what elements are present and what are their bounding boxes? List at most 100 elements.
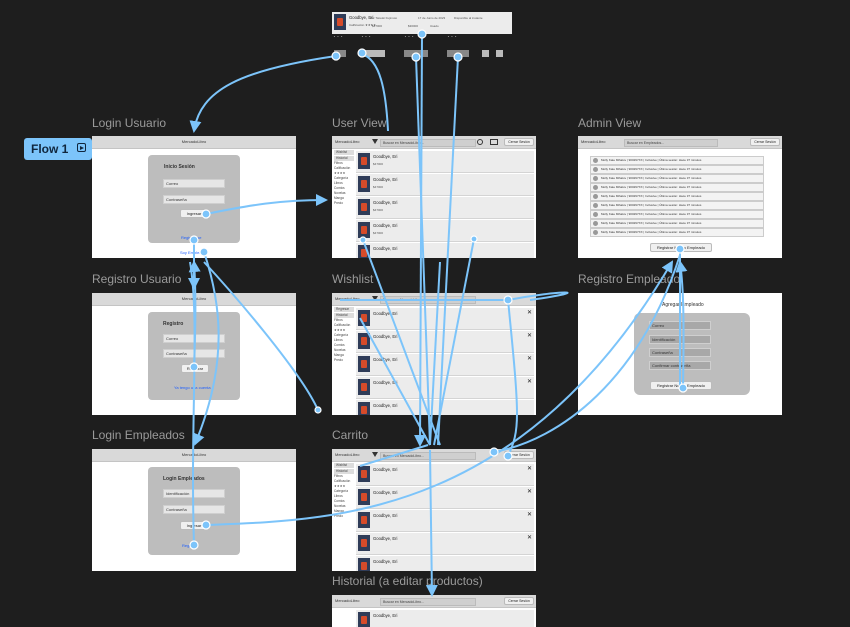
frame-historial[interactable]: MercadoLibro Buscar en MercadoLibro... C… <box>332 595 536 627</box>
cart-row[interactable]: Goodbye, Eri✕ <box>356 464 534 486</box>
email-field[interactable]: Correo <box>163 179 225 188</box>
filter-icon[interactable] <box>372 452 378 457</box>
password-field[interactable]: Contraseña <box>649 348 711 357</box>
component-piece-4[interactable] <box>447 50 469 57</box>
component-piece-1[interactable] <box>334 50 346 57</box>
close-icon[interactable]: ✕ <box>526 535 532 541</box>
filter-icon[interactable] <box>372 139 378 144</box>
product-row[interactable]: Goodbye, Eri$47000 <box>356 220 534 242</box>
sidebar-item-back[interactable]: Regresar <box>334 307 354 312</box>
close-icon[interactable]: ✕ <box>526 466 532 472</box>
frame-registro-empleado[interactable]: Agregar Empleado Correo Identificación C… <box>578 293 782 415</box>
have-account-link[interactable]: Ya tengo una cuenta <box>174 385 211 390</box>
frame-login-empleados[interactable]: MercadoLibro Login Empleados Identificac… <box>92 449 296 571</box>
id-field[interactable]: Identificación <box>163 489 225 498</box>
search-input[interactable]: Buscar en MercadoLibro... <box>380 296 476 304</box>
flow-start-tag[interactable]: Flow 1 <box>24 138 92 160</box>
sidebar-item-wishlist[interactable]: Wishlist <box>334 150 354 155</box>
component-piece-3[interactable] <box>404 50 428 57</box>
filter-icon[interactable] <box>372 296 378 301</box>
close-icon[interactable]: ✕ <box>526 512 532 518</box>
search-input[interactable]: Buscar en MercadoLibro... <box>380 598 476 606</box>
product-row-component[interactable]: Goodbye, Eri Por Tatsuki Fujimoto 17 de … <box>332 12 512 34</box>
employee-row[interactable]: Molly Kate Mihalov | 900297XX | Inclusiv… <box>590 228 764 237</box>
frame-user-view[interactable]: MercadoLibro Buscar en MercadoLibro... C… <box>332 136 536 258</box>
wishlist-row[interactable]: Goodbye, Eri✕ <box>356 377 534 399</box>
sidebar-rating[interactable]: Calificación ★★★★ <box>334 323 351 332</box>
close-icon[interactable]: ✕ <box>526 489 532 495</box>
wishlist-row[interactable]: Goodbye, Eri <box>356 400 534 415</box>
employee-row[interactable]: Molly Kate Mihalov | 900297XX | Inclusiv… <box>590 183 764 192</box>
close-icon[interactable]: ✕ <box>526 333 532 339</box>
search-input[interactable]: Buscar en MercadoLibro... <box>380 139 476 147</box>
frame-login-usuario[interactable]: MercadoLibro Inicio Sesión Correo Contra… <box>92 136 296 258</box>
employee-row[interactable]: Molly Kate Mihalov | 900297XX | Inclusiv… <box>590 219 764 228</box>
employee-row[interactable]: Molly Kate Mihalov | 900297XX | Inclusiv… <box>590 210 764 219</box>
employee-row[interactable]: Molly Kate Mihalov | 900297XX | Inclusiv… <box>590 192 764 201</box>
employee-row[interactable]: Molly Kate Mihalov | 900297XX | Inclusiv… <box>590 201 764 210</box>
search-input[interactable]: Buscar en MercadoLibro... <box>380 452 476 460</box>
login-button[interactable]: Ingresar <box>180 209 208 218</box>
employee-link[interactable]: Soy Empleado <box>180 250 207 255</box>
book-cover-image <box>358 199 370 215</box>
employee-row[interactable]: Molly Kate Mihalov | 900297XX | Inclusiv… <box>590 174 764 183</box>
history-row[interactable]: Goodbye, Eri <box>356 610 534 627</box>
sidebar-novels[interactable]: Novelas <box>334 191 346 195</box>
search-icon[interactable] <box>477 139 483 145</box>
register-employee-button[interactable]: Registrar Nuevo Empleado <box>650 243 712 252</box>
component-piece-2[interactable] <box>360 50 385 57</box>
logout-button[interactable]: Cerrar Sesión <box>504 597 534 605</box>
id-field[interactable]: Identificación <box>649 335 711 344</box>
sidebar-item-history[interactable]: Historial <box>334 156 354 161</box>
sidebar-comics[interactable]: Comics <box>334 186 345 190</box>
back-link[interactable]: Regresar <box>182 543 199 548</box>
close-icon[interactable]: ✕ <box>526 379 532 385</box>
email-field[interactable]: Correo <box>163 334 225 343</box>
wishlist-row[interactable]: Goodbye, Eri✕ <box>356 354 534 376</box>
close-icon[interactable]: ✕ <box>526 356 532 362</box>
register-button[interactable]: Registrar <box>181 364 209 373</box>
email-field[interactable]: Correo <box>649 321 711 330</box>
frame-carrito[interactable]: MercadoLibro Buscar en MercadoLibro... C… <box>332 449 536 571</box>
logout-button[interactable]: Cerrar Sesión <box>504 451 534 459</box>
sidebar-item-wishlist[interactable]: Wishlist <box>334 463 354 468</box>
sidebar-filters: Filtros <box>334 161 343 165</box>
product-row[interactable]: Goodbye, Eri <box>356 243 534 258</box>
wishlist-row[interactable]: Goodbye, Eri✕ <box>356 331 534 353</box>
product-row[interactable]: Goodbye, Eri$47000 <box>356 151 534 173</box>
frame-wishlist[interactable]: MercadoLibro Buscar en MercadoLibro... R… <box>332 293 536 415</box>
employee-login-button[interactable]: Ingresar <box>180 521 208 530</box>
frame-admin-view[interactable]: MercadoLibro Buscar en Empleados... Cerr… <box>578 136 782 258</box>
product-row[interactable]: Goodbye, Eri$47000 <box>356 174 534 196</box>
frame-registro-usuario[interactable]: MercadoLibro Registro Correo Contraseña … <box>92 293 296 415</box>
book-cover-image <box>358 512 370 528</box>
logout-button[interactable]: Cerrar Sesión <box>504 138 534 146</box>
product-row[interactable]: Goodbye, Eri$47000 <box>356 197 534 219</box>
confirm-password-field[interactable]: Confirmar contraseña <box>649 361 711 370</box>
cart-row[interactable]: Goodbye, Eri <box>356 556 534 571</box>
employee-row[interactable]: Molly Kate Mihalov | 900297XX | Inclusiv… <box>590 165 764 174</box>
wishlist-icon[interactable] <box>482 50 489 57</box>
play-flow-icon[interactable] <box>77 143 86 152</box>
sidebar-rating[interactable]: Calificación ★★★★ <box>334 166 351 175</box>
edit-icon[interactable] <box>496 50 503 57</box>
sidebar-manga[interactable]: Manga <box>334 196 344 200</box>
cart-icon[interactable] <box>490 139 498 145</box>
sidebar-books[interactable]: Libros <box>334 181 343 185</box>
password-field[interactable]: Contraseña <box>163 505 225 514</box>
cart-row[interactable]: Goodbye, Eri✕ <box>356 510 534 532</box>
search-input[interactable]: Buscar en Empleados... <box>624 139 718 147</box>
logout-button[interactable]: Cerrar Sesión <box>750 138 780 146</box>
register-employee-button[interactable]: Registrar Nuevo Empleado <box>650 381 712 390</box>
cart-row[interactable]: Goodbye, Eri✕ <box>356 533 534 555</box>
sidebar-rating[interactable]: Calificación ★★★★ <box>334 479 351 488</box>
wishlist-row[interactable]: Goodbye, Eri✕ <box>356 308 534 330</box>
cart-row[interactable]: Goodbye, Eri✕ <box>356 487 534 509</box>
close-icon[interactable]: ✕ <box>526 310 532 316</box>
password-field[interactable]: Contraseña <box>163 195 225 204</box>
product-rating: Calificación ★★★★ <box>349 23 376 27</box>
register-link[interactable]: Registrarse <box>181 235 202 240</box>
password-field[interactable]: Contraseña <box>163 349 225 358</box>
employee-row[interactable]: Molly Kate Mihalov | 900297XX | Inclusiv… <box>590 156 764 165</box>
